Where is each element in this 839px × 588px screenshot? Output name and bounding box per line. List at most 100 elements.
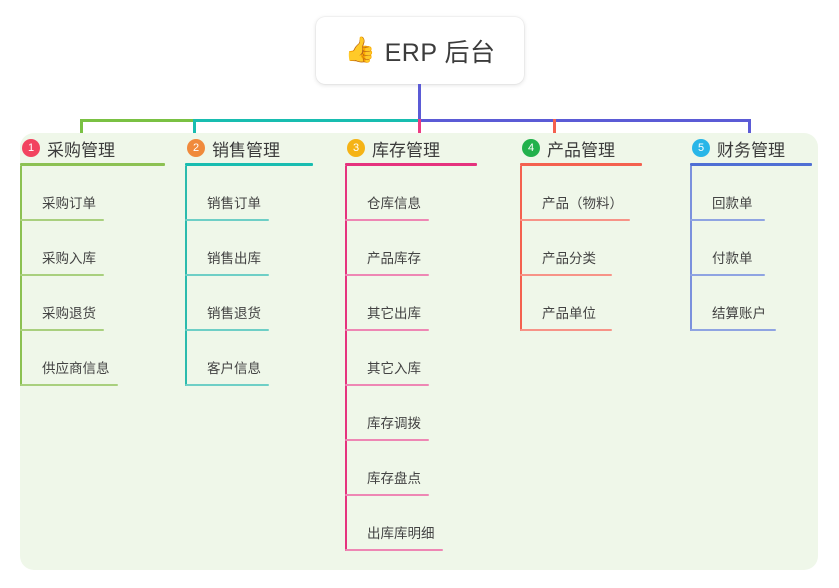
menu-item-label: 回款单 [712,196,753,211]
menu-item-rule [185,329,269,331]
column-header-rule [20,163,165,166]
menu-item[interactable]: 仓库信息 [345,166,477,221]
menu-item[interactable]: 结算账户 [690,276,812,331]
column-spine [20,166,22,386]
menu-item-rule [690,329,776,331]
module-column-1: 1 采购管理采购订单采购入库采购退货供应商信息 [20,133,165,386]
column-header-5[interactable]: 5 财务管理 [690,133,812,163]
menu-item-label: 其它入库 [367,361,421,376]
root-node-title: ERP 后台 [384,38,496,67]
menu-item-label: 采购入库 [42,251,96,266]
menu-item[interactable]: 销售出库 [185,221,313,276]
menu-item-rule [185,219,269,221]
menu-item-rule [345,549,443,551]
menu-item-rule [345,494,429,496]
column-items: 销售订单销售出库销售退货客户信息 [185,166,313,386]
menu-item[interactable]: 库存调拨 [345,386,477,441]
column-badge-number: 5 [692,139,710,157]
column-badge-number: 1 [22,139,40,157]
menu-item-label: 产品（物料） [542,196,623,211]
menu-item[interactable]: 采购订单 [20,166,165,221]
menu-item-label: 库存盘点 [367,471,421,486]
menu-item-label: 产品分类 [542,251,596,266]
column-header-1[interactable]: 1 采购管理 [20,133,165,163]
menu-item-label: 客户信息 [207,361,261,376]
menu-item[interactable]: 产品库存 [345,221,477,276]
menu-item[interactable]: 销售订单 [185,166,313,221]
root-node-erp-backend[interactable]: 👍 ERP 后台 [316,17,524,84]
bus-green [80,119,193,122]
menu-item-rule [520,329,612,331]
menu-item[interactable]: 客户信息 [185,331,313,386]
column-spine [520,166,522,331]
column-header-rule [520,163,642,166]
column-spine [185,166,187,386]
column-items: 产品（物料） 产品分类产品单位 [520,166,642,331]
menu-item[interactable]: 回款单 [690,166,812,221]
menu-item-rule [20,384,118,386]
menu-item-label: 库存调拨 [367,416,421,431]
menu-item-rule [345,274,429,276]
menu-item-label: 付款单 [712,251,753,266]
menu-item-rule [20,274,104,276]
column-badge-number: 3 [347,139,365,157]
bus-purple [418,119,750,122]
column-items: 回款单付款单结算账户 [690,166,812,331]
menu-item[interactable]: 采购入库 [20,221,165,276]
menu-item-label: 采购订单 [42,196,96,211]
column-title: 采购管理 [47,140,115,160]
menu-item[interactable]: 产品（物料） [520,166,642,221]
bus-teal [193,119,418,122]
menu-item[interactable]: 其它出库 [345,276,477,331]
menu-item-rule [690,219,765,221]
menu-item-rule [520,274,612,276]
menu-item-label: 出库库明细 [367,526,435,541]
menu-item[interactable]: 付款单 [690,221,812,276]
column-header-rule [690,163,812,166]
menu-item[interactable]: 产品分类 [520,221,642,276]
column-items: 采购订单采购入库采购退货供应商信息 [20,166,165,386]
menu-item[interactable]: 库存盘点 [345,441,477,496]
column-title: 库存管理 [372,140,440,160]
module-column-3: 3 库存管理仓库信息产品库存其它出库其它入库库存调拨库存盘点出库库明细 [345,133,477,551]
column-title: 产品管理 [547,140,615,160]
menu-item[interactable]: 采购退货 [20,276,165,331]
menu-item-rule [185,274,269,276]
menu-item-label: 结算账户 [712,306,766,321]
menu-item-label: 产品单位 [542,306,596,321]
column-badge-number: 2 [187,139,205,157]
menu-item[interactable]: 供应商信息 [20,331,165,386]
menu-item-rule [345,329,429,331]
menu-item-rule [520,219,630,221]
column-items: 仓库信息产品库存其它出库其它入库库存调拨库存盘点出库库明细 [345,166,477,551]
menu-item[interactable]: 产品单位 [520,276,642,331]
menu-item-label: 供应商信息 [42,361,110,376]
column-title: 财务管理 [717,140,785,160]
column-header-rule [345,163,477,166]
menu-item-rule [185,384,269,386]
root-stem-connector [418,84,421,122]
menu-item-label: 采购退货 [42,306,96,321]
menu-item-rule [345,384,429,386]
column-spine [690,166,692,331]
menu-item[interactable]: 出库库明细 [345,496,477,551]
menu-item[interactable]: 其它入库 [345,331,477,386]
menu-item[interactable]: 销售退货 [185,276,313,331]
menu-item-label: 销售出库 [207,251,261,266]
menu-item-label: 销售订单 [207,196,261,211]
thumbs-up-emoji: 👍 [344,36,376,64]
module-column-5: 5 财务管理回款单付款单结算账户 [690,133,812,331]
column-spine [345,166,347,551]
menu-item-rule [345,439,429,441]
menu-item-rule [345,219,429,221]
menu-item-label: 仓库信息 [367,196,421,211]
menu-item-rule [20,219,104,221]
column-header-3[interactable]: 3 库存管理 [345,133,477,163]
menu-item-rule [20,329,104,331]
